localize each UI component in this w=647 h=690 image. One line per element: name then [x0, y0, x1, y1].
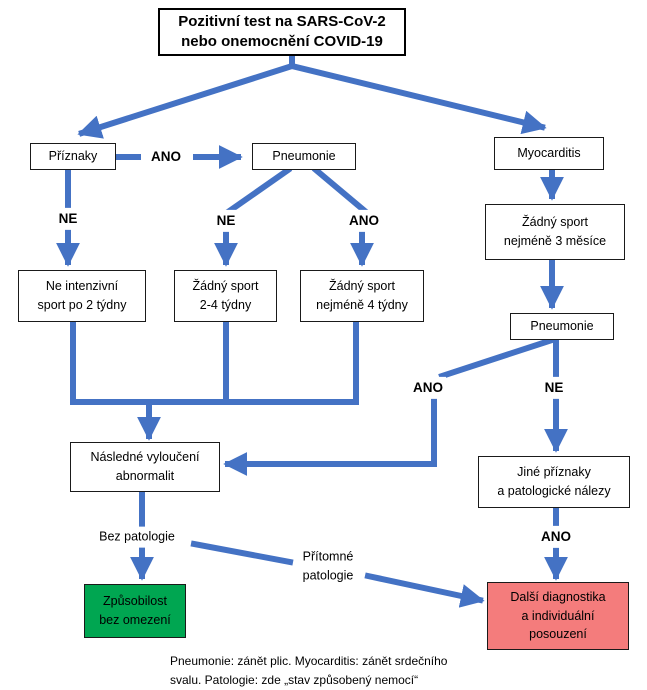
node-pneumonie-left: Pneumonie [252, 143, 356, 170]
arrow-pneumonie-ne-a [223, 165, 293, 217]
node-zadny-sport-4: Žádný sport nejméně 4 týdny [300, 270, 424, 322]
label-ano-right: ANO [410, 376, 446, 400]
node-priznaky: Příznaky [30, 143, 116, 170]
label-ne-left: NE [55, 207, 81, 231]
label-ano-top: ANO [148, 145, 184, 169]
arrow-pneumonie-right-ano [438, 336, 556, 380]
arrow-pritomne-b [364, 572, 485, 608]
label-ne-mid: NE [213, 209, 239, 233]
arrow-pritomne-a [190, 540, 294, 566]
node-dalsi-diagnostika: Další diagnostika a individuální posouze… [487, 582, 629, 650]
arrow-pneumonie-ano-a [311, 165, 371, 217]
node-pneumonie-right: Pneumonie [510, 313, 614, 340]
node-zadny-sport-3m: Žádný sport nejméně 3 měsíce [485, 204, 625, 260]
title-box: Pozitivní test na SARS-CoV-2 nebo onemoc… [158, 8, 406, 56]
node-myocarditis: Myocarditis [494, 137, 604, 170]
caption: Pneumonie: zánět plic. Myocarditis: záně… [170, 652, 490, 690]
arrow-title-to-myocarditis [288, 62, 547, 135]
label-ano-mid: ANO [346, 209, 382, 233]
caption-line-1: Pneumonie: zánět plic. Myocarditis: záně… [170, 654, 448, 668]
node-jine-priznaky: Jiné příznaky a patologické nálezy [478, 456, 630, 508]
arrow-title-to-priznaky [77, 62, 296, 139]
node-zpusobilost: Způsobilost bez omezení [84, 584, 186, 638]
label-bez-patologie: Bez patologie [96, 526, 178, 548]
node-ne-intenzivni: Ne intenzivní sport po 2 týdny [18, 270, 146, 322]
node-nasledne: Následné vyloučení abnormalit [70, 442, 220, 492]
label-ano-bottom: ANO [538, 525, 574, 549]
label-pritomne-patologie: Přítomné patologie [299, 546, 357, 586]
label-ne-right: NE [541, 376, 567, 400]
caption-line-2: svalu. Patologie: zde „stav způsobený ne… [170, 673, 419, 688]
node-zadny-sport-2-4: Žádný sport 2-4 týdny [174, 270, 277, 322]
